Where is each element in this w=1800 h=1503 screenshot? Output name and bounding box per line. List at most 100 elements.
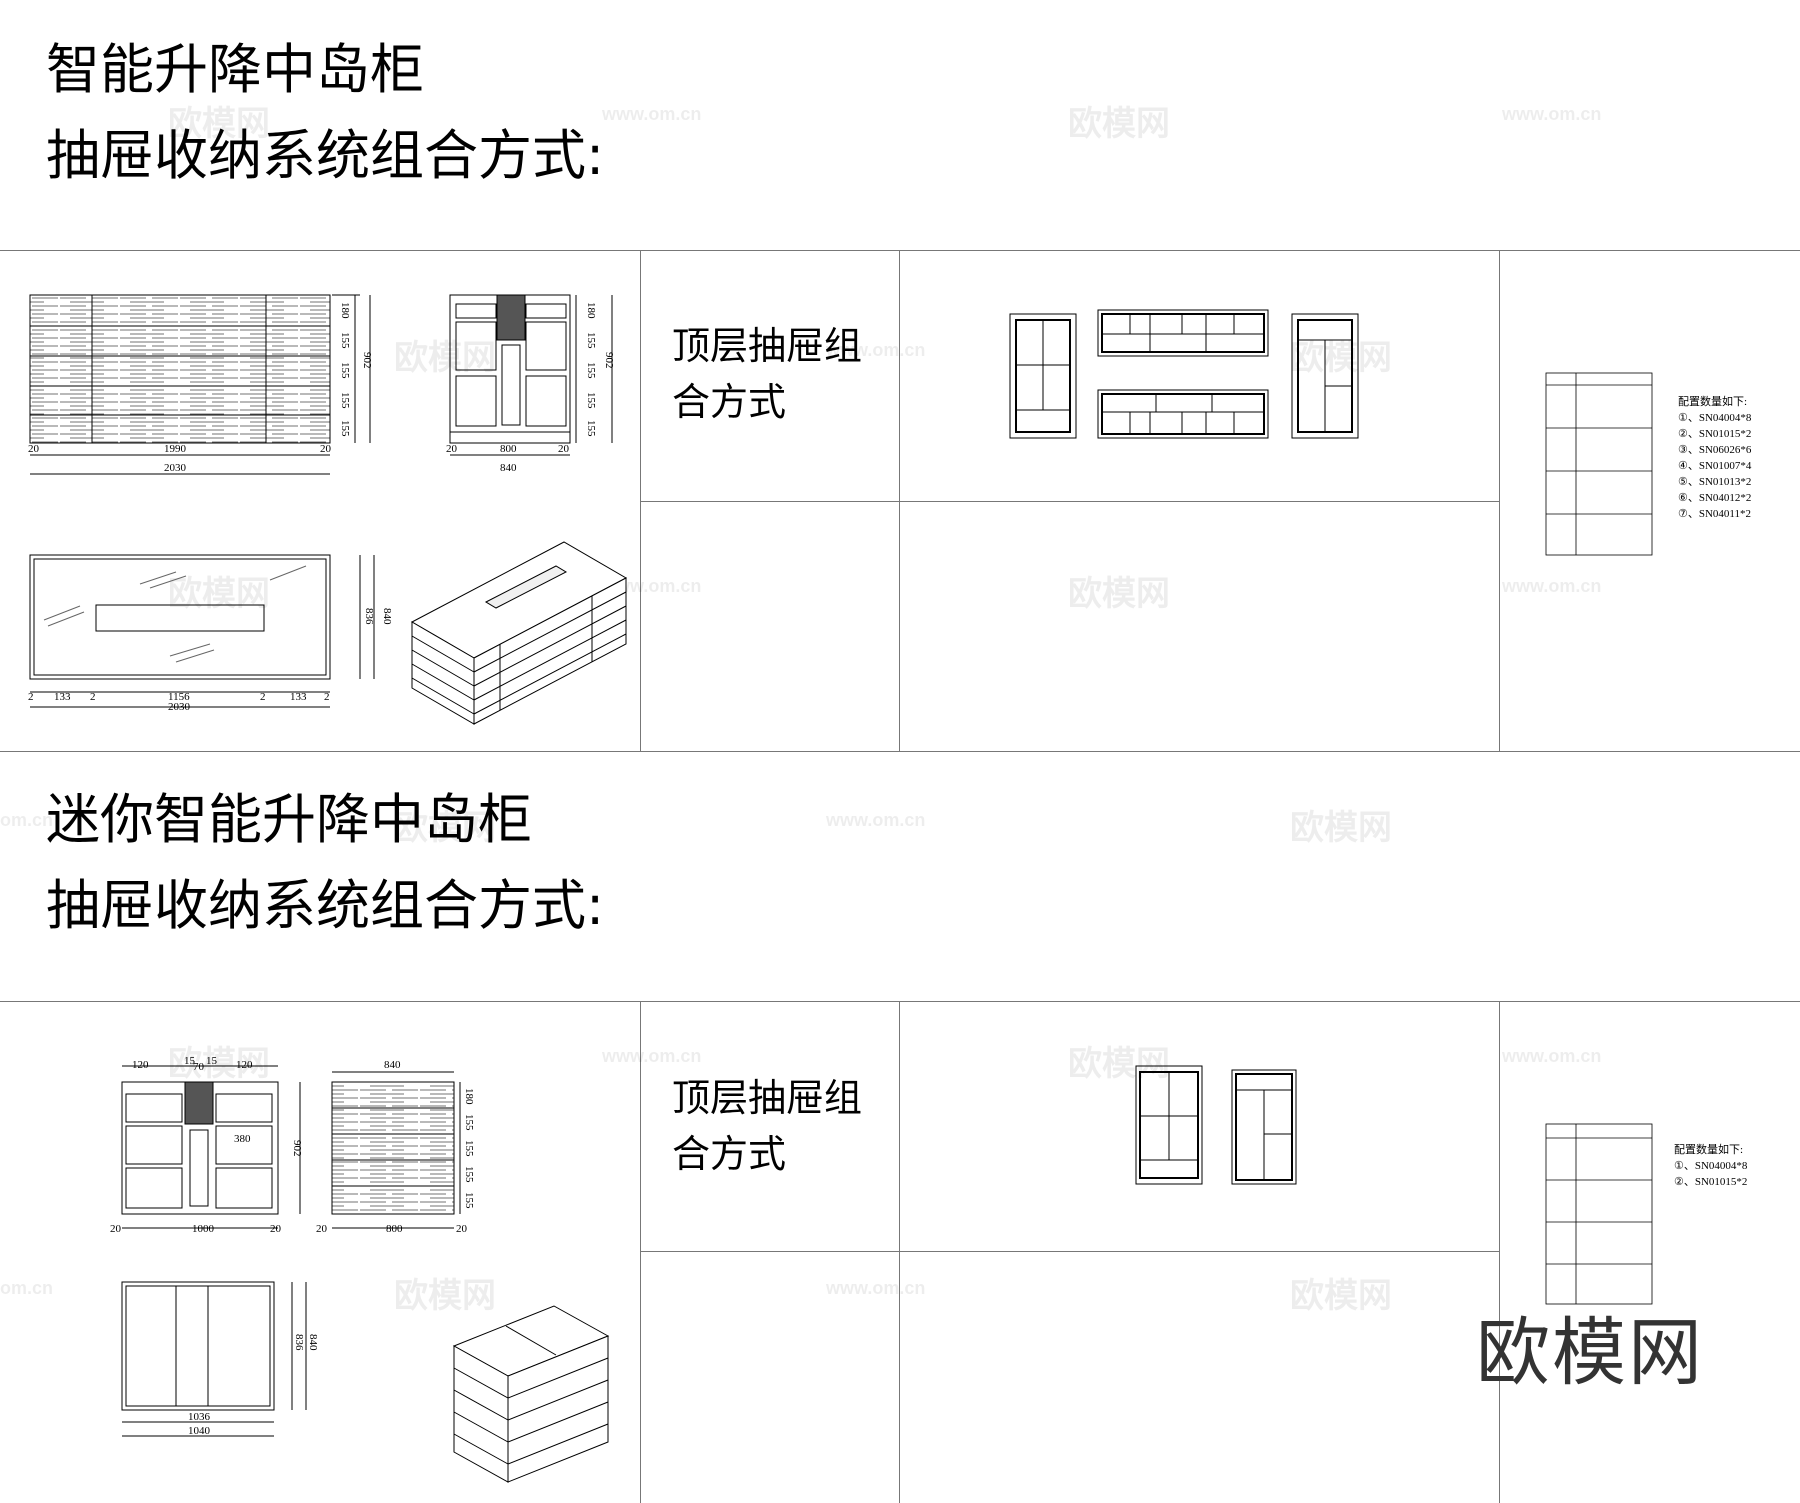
dim: 155	[339, 392, 351, 409]
dim: 155	[585, 362, 597, 379]
config-item: ③、SN06026*6	[1678, 444, 1752, 456]
watermark: 欧模网	[1290, 1276, 1392, 1316]
s2-top-view	[121, 1281, 307, 1437]
dim: 155	[339, 420, 351, 437]
dim: 2	[324, 691, 330, 703]
watermark: 欧模网	[394, 808, 496, 848]
config-title: 配置数量如下:	[1674, 1144, 1744, 1156]
watermark: 欧模网	[1290, 338, 1392, 378]
dim: 15	[206, 1055, 218, 1067]
dim: 1040	[188, 1425, 211, 1437]
dim: 20	[558, 443, 570, 455]
section1-title-line2: 抽屉收纳系统组合方式:	[46, 124, 605, 187]
section2-title-line1: 迷你智能升降中岛柜	[46, 788, 532, 851]
watermark-url: om.cn	[0, 1278, 54, 1298]
dim: 120	[236, 1059, 253, 1071]
s1-side-view	[449, 294, 613, 456]
dim: 2030	[168, 701, 191, 713]
dim: 180	[585, 302, 597, 319]
dim: 133	[54, 691, 71, 703]
dim: 836	[293, 1334, 305, 1351]
dim: 840	[307, 1334, 319, 1351]
grid-line-v4	[640, 1001, 641, 1503]
dim: 840	[381, 608, 393, 625]
watermark-url: www.om.cn	[602, 576, 702, 596]
dim: 20	[28, 443, 40, 455]
s2-isometric	[452, 1305, 610, 1483]
section1-subtitle: 顶层抽屉组合方式	[672, 324, 863, 424]
watermark: 欧模网	[1068, 1044, 1170, 1084]
s1-isometric	[410, 541, 628, 725]
dim: 1990	[164, 443, 187, 455]
dim: 155	[585, 420, 597, 437]
s1-top-view	[29, 554, 375, 708]
grid-line-h5	[640, 1251, 1499, 1252]
dim: 2	[28, 691, 34, 703]
config-item: ②、SN01015*2	[1674, 1176, 1748, 1188]
dim: 155	[585, 392, 597, 409]
dim: 20	[320, 443, 332, 455]
grid-line-h1	[0, 250, 1800, 251]
watermark-url: www.om.cn	[602, 1046, 702, 1066]
watermark-url: www.om.cn	[826, 340, 926, 360]
grid-line-v6	[1499, 1001, 1500, 1503]
grid-line-v1	[640, 250, 641, 751]
dim: 155	[339, 362, 351, 379]
s1-front-view	[29, 294, 371, 475]
watermark: 欧模网	[168, 574, 270, 614]
watermark-url: om.cn	[0, 810, 54, 830]
dim: 20	[456, 1223, 468, 1235]
s2-side-view	[331, 1071, 461, 1229]
grid-line-v5	[899, 1001, 900, 1503]
dim: 836	[363, 608, 375, 625]
dim: 180	[463, 1088, 475, 1105]
dim: 155	[463, 1166, 475, 1183]
dim: 902	[361, 352, 373, 369]
watermark-url: www.om.cn	[1502, 104, 1602, 124]
watermark: 欧模网	[168, 104, 270, 144]
watermark: 欧模网	[1068, 574, 1170, 614]
watermark-url: www.om.cn	[1502, 1046, 1602, 1066]
watermark-url: www.om.cn	[1502, 576, 1602, 596]
config-item: ⑤、SN01013*2	[1678, 476, 1752, 488]
s2-config-table	[1545, 1123, 1653, 1305]
dim: 2030	[164, 462, 187, 474]
s1-config-table	[1545, 372, 1653, 556]
dim: 902	[291, 1140, 303, 1157]
watermark-url: www.om.cn	[826, 810, 926, 830]
watermark-url: www.om.cn	[602, 104, 702, 124]
dim: 902	[603, 352, 615, 369]
brand-watermark: 欧模网	[1476, 1310, 1704, 1396]
grid-line-h2	[640, 501, 1499, 502]
dim: 800	[386, 1223, 403, 1235]
dim: 15	[184, 1055, 196, 1067]
config-item: ①、SN04004*8	[1678, 412, 1752, 424]
dim: 380	[234, 1133, 251, 1145]
dim: 120	[132, 1059, 149, 1071]
s2-drawer-layouts	[1135, 1065, 1297, 1185]
s1-drawer-layouts	[1009, 309, 1359, 439]
config-item: ①、SN04004*8	[1674, 1160, 1748, 1172]
config-item: ⑦、SN04011*2	[1678, 508, 1752, 520]
watermark: 欧模网	[394, 338, 496, 378]
dim: 840	[384, 1059, 401, 1071]
dim: 20	[446, 443, 458, 455]
dim: 2	[90, 691, 96, 703]
dim: 1156	[168, 691, 190, 703]
watermark: 欧模网	[168, 1044, 270, 1084]
section1-title-line1: 智能升降中岛柜	[46, 38, 424, 101]
dim: 155	[463, 1192, 475, 1209]
dim: 20	[110, 1223, 122, 1235]
dim: 20	[316, 1223, 328, 1235]
dim: 70	[193, 1061, 205, 1073]
watermark: 欧模网	[1068, 104, 1170, 144]
s1-front-vdims: 180 155 155 155 155 902	[339, 302, 373, 437]
config-item: ⑥、SN04012*2	[1678, 492, 1752, 504]
dim: 20	[270, 1223, 282, 1235]
watermark-url: www.om.cn	[826, 1278, 926, 1298]
dim: 840	[500, 462, 517, 474]
grid-line-h3	[0, 751, 1800, 752]
section2-subtitle: 顶层抽屉组合方式	[672, 1076, 863, 1176]
dim: 133	[290, 691, 307, 703]
